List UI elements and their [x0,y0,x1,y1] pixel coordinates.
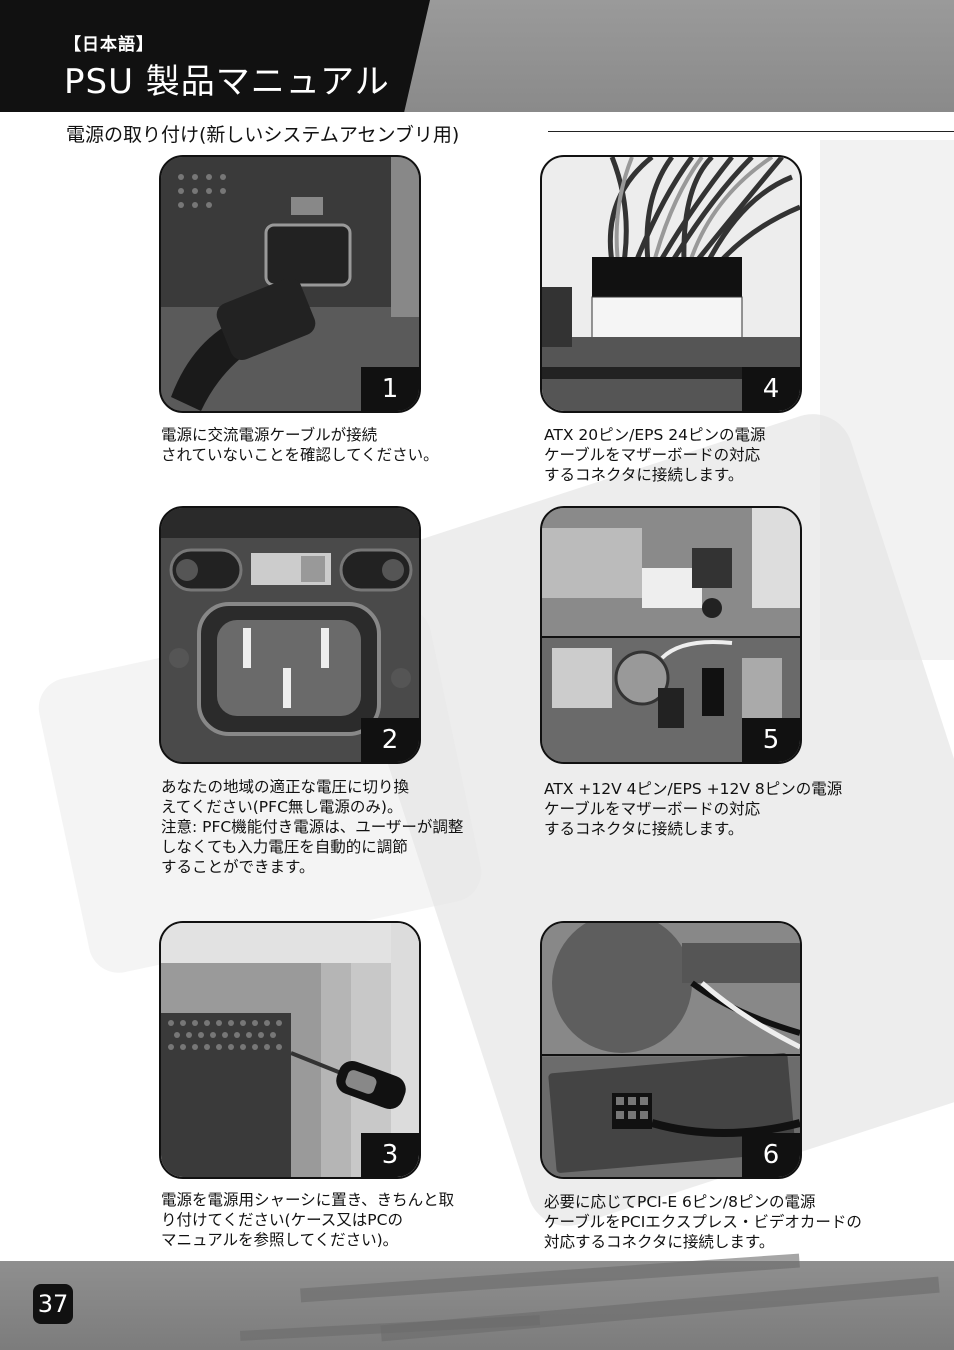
section-rule [548,131,954,132]
caption-line: するコネクタに接続します。 [544,466,744,484]
caption-line: ATX +12V 4ピン/EPS +12V 8ピンの電源 [544,780,843,798]
caption-line: 注意: PFC機能付き電源は、ユーザーが調整 [161,818,464,836]
step-number-badge: 1 [361,367,419,411]
step-3-photo: 3 [159,921,421,1179]
caption-line: あなたの地域の適正な電圧に切り換 [161,778,410,796]
step-6-caption: 必要に応じてPCI-E 6ピン/8ピンの電源 ケーブルをPCIエクスプレス・ビデ… [544,1192,862,1252]
step-2-photo: 2 [159,506,421,764]
photo-divider [542,1054,800,1056]
caption-line: り付けてください(ケース又はPCの [161,1211,403,1229]
step-2-caption: あなたの地域の適正な電圧に切り換 えてください(PFC無し電源のみ)。 注意: … [161,777,463,877]
page-number: 37 [33,1284,73,1324]
caption-line: 必要に応じてPCI-E 6ピン/8ピンの電源 [544,1193,816,1211]
step-5-photo: 5 [540,506,802,764]
caption-line: しなくても入力電圧を自動的に調節 [161,838,408,856]
caption-line: することができます。 [161,858,315,876]
caption-line: えてください(PFC無し電源のみ)。 [161,798,403,816]
step-number-badge: 4 [742,367,800,411]
photo-divider [542,636,800,638]
step-number-badge: 5 [742,718,800,762]
header-title-panel [0,0,430,112]
caption-line: されていないことを確認してください。 [161,446,439,464]
step-4-photo: 4 [540,155,802,413]
step-number-badge: 3 [361,1133,419,1177]
caption-line: するコネクタに接続します。 [544,820,744,838]
footer-band [0,1253,954,1350]
caption-line: ケーブルをPCIエクスプレス・ビデオカードの [544,1213,862,1231]
caption-line: 対応するコネクタに接続します。 [544,1233,775,1251]
caption-line: ケーブルをマザーボードの対応 [544,800,761,818]
caption-line: 電源を電源用シャーシに置き、きちんと取 [161,1191,455,1209]
step-number-badge: 6 [742,1133,800,1177]
caption-line: ATX 20ピン/EPS 24ピンの電源 [544,426,766,444]
section-heading: 電源の取り付け(新しいシステムアセンブリ用) [66,124,460,146]
step-5-caption: ATX +12V 4ピン/EPS +12V 8ピンの電源 ケーブルをマザーボード… [544,779,842,839]
step-1-caption: 電源に交流電源ケーブルが接続 されていないことを確認してください。 [161,425,439,465]
step-number-badge: 2 [361,718,419,762]
caption-line: マニュアルを参照してください)。 [161,1231,399,1249]
step-1-photo: 1 [159,155,421,413]
caption-line: 電源に交流電源ケーブルが接続 [161,426,378,444]
language-tag: 【日本語】 [64,35,154,55]
atx-12v-connector-illustration [542,508,800,762]
step-3-caption: 電源を電源用シャーシに置き、きちんと取 り付けてください(ケース又はPCの マニ… [161,1190,454,1250]
pcie-connector-illustration [542,923,800,1177]
step-4-caption: ATX 20ピン/EPS 24ピンの電源 ケーブルをマザーボードの対応 するコネ… [544,425,766,485]
manual-title: PSU 製品マニュアル [64,62,390,102]
caption-line: ケーブルをマザーボードの対応 [544,446,761,464]
step-6-photo: 6 [540,921,802,1179]
